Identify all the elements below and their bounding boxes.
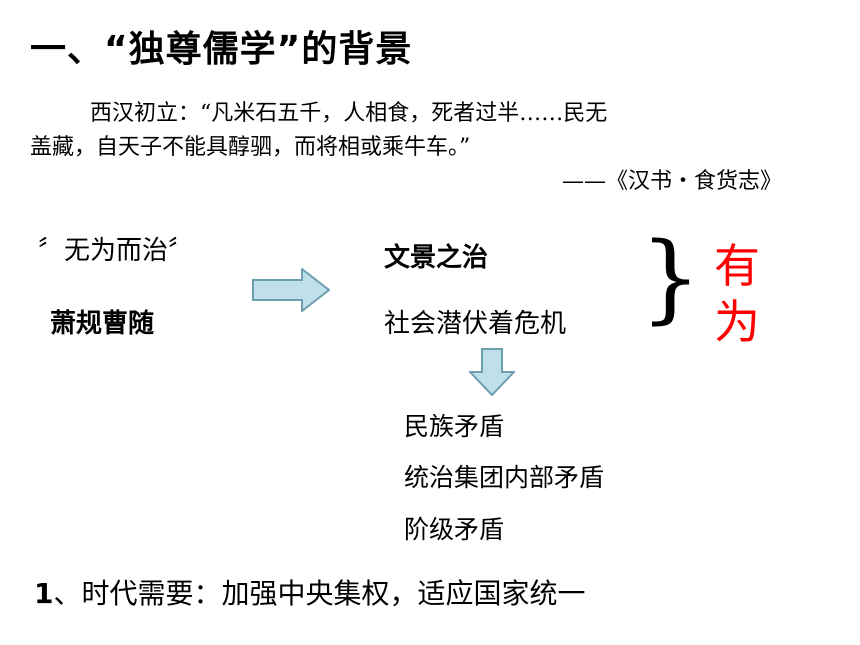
conflict-item: 民族矛盾 <box>404 412 505 441</box>
conflict-item: 阶级矛盾 <box>404 515 505 544</box>
quote-line-2: 盖藏，自天子不能具醇驷，而将相或乘牛车。” <box>30 135 471 160</box>
right-brace: } <box>640 222 702 334</box>
conclusion-number: 1 <box>34 577 54 610</box>
quote-source: ——《汉书・食货志》 <box>561 169 782 194</box>
down-arrow-icon <box>469 348 515 396</box>
policy-label: 〞无为而治〞 <box>38 236 195 266</box>
conclusion-text: 、时代需要：加强中央集权，适应国家统一 <box>53 577 586 610</box>
right-arrow-icon <box>252 268 330 312</box>
conflict-item: 统治集团内部矛盾 <box>404 463 605 492</box>
slide-title: 一、“独尊儒学”的背景 <box>30 29 413 70</box>
crisis-label: 社会潜伏着危机 <box>384 309 567 339</box>
verdict-label: 有为 <box>714 239 760 349</box>
quote-line-1: 西汉初立：“凡米石五千，人相食，死者过半……民无 <box>90 101 608 126</box>
example-label: 萧规曹随 <box>50 309 155 339</box>
conclusion-line: 1、时代需要：加强中央集权，适应国家统一 <box>34 572 586 612</box>
result-label: 文景之治 <box>384 243 489 273</box>
